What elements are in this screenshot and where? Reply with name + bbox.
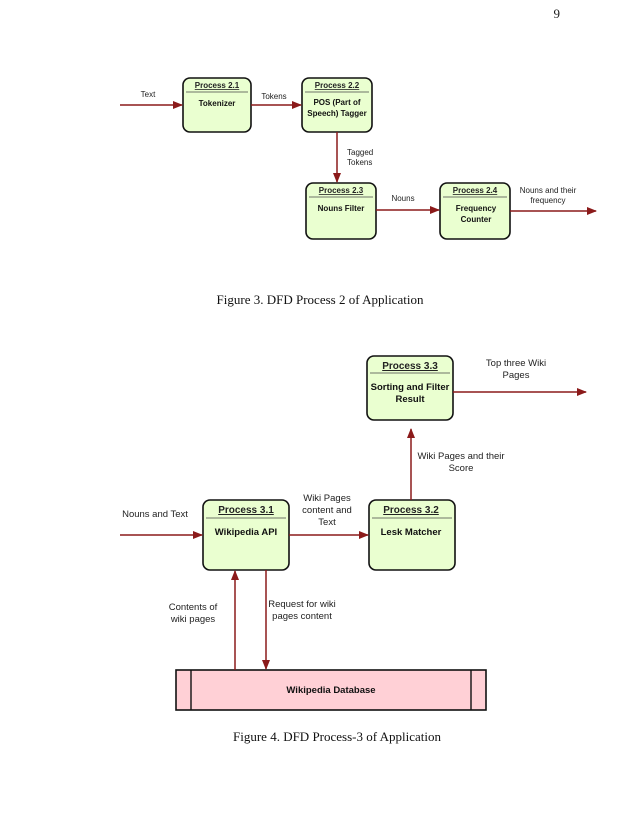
flow-api-to-lesk-label-line2: content and — [302, 505, 352, 516]
figure-4-caption: Figure 4. DFD Process-3 of Application — [233, 729, 441, 744]
process-3-3-id: Process 3.3 — [382, 361, 438, 372]
process-3-1: Process 3.1 Wikipedia API — [202, 499, 290, 571]
flow-tagged-tokens-label-line2: Tokens — [347, 158, 372, 167]
figure-3-caption: Figure 3. DFD Process 2 of Application — [217, 292, 424, 307]
process-2-2-name-line2: Speech) Tagger — [307, 109, 366, 118]
process-2-3: Process 2.3 Nouns Filter — [305, 182, 377, 240]
process-2-4-id: Process 2.4 — [453, 186, 498, 195]
process-3-1-id: Process 3.1 — [218, 505, 274, 516]
figure-4: Process 3.3 Sorting and Filter Result Pr… — [120, 355, 587, 744]
flow-output-label-line1: Nouns and their — [520, 186, 577, 195]
data-store-name: Wikipedia Database — [286, 685, 375, 696]
flow-tagged-tokens-label-line1: Tagged — [347, 148, 373, 157]
process-2-4: Process 2.4 Frequency Counter — [439, 182, 511, 240]
process-3-1-name: Wikipedia API — [215, 527, 277, 538]
flow-lesk-to-sort-label-line1: Wiki Pages and their — [417, 451, 504, 462]
process-2-3-id: Process 2.3 — [319, 186, 364, 195]
flow-api-to-db-label-line1: Request for wiki — [268, 599, 336, 610]
process-2-2-id: Process 2.2 — [315, 81, 360, 90]
process-2-2-name-line1: POS (Part of — [313, 98, 360, 107]
process-2-3-name: Nouns Filter — [318, 204, 365, 213]
figure-3: Process 2.1 Tokenizer Process 2.2 POS (P… — [120, 77, 597, 307]
process-3-2-name: Lesk Matcher — [381, 527, 442, 538]
flow-output-label-line2: frequency — [530, 196, 565, 205]
flow-lesk-to-sort-label-line2: Score — [449, 463, 474, 474]
page-number: 9 — [553, 6, 561, 21]
flow-output-label-line1: Top three Wiki — [486, 358, 546, 369]
process-3-3-name-line1: Sorting and Filter — [371, 382, 450, 393]
flow-db-to-api-label-line2: wiki pages — [170, 614, 216, 625]
process-3-2-id: Process 3.2 — [383, 505, 439, 516]
process-2-1-id: Process 2.1 — [195, 81, 240, 90]
flow-api-to-lesk-label-line1: Wiki Pages — [303, 493, 351, 504]
process-2-1-name: Tokenizer — [199, 99, 236, 108]
flow-nouns-label: Nouns — [391, 194, 414, 203]
flow-text-label: Text — [141, 90, 156, 99]
process-3-3-name-line2: Result — [395, 394, 425, 405]
flow-tokens-label: Tokens — [261, 92, 286, 101]
process-2-4-name-line2: Counter — [461, 215, 492, 224]
flow-api-to-db-label-line2: pages content — [272, 611, 332, 622]
process-3-2: Process 3.2 Lesk Matcher — [368, 499, 456, 571]
process-3-3: Process 3.3 Sorting and Filter Result — [366, 355, 454, 421]
data-store-wikipedia-database: Wikipedia Database — [175, 669, 487, 711]
process-2-4-name-line1: Frequency — [456, 204, 497, 213]
flow-nouns-and-text-label: Nouns and Text — [122, 509, 188, 520]
flow-api-to-lesk-label-line3: Text — [318, 517, 336, 528]
process-2-2: Process 2.2 POS (Part of Speech) Tagger — [301, 77, 373, 133]
flow-db-to-api-label-line1: Contents of — [169, 602, 218, 613]
flow-output-label-line2: Pages — [503, 370, 530, 381]
process-2-1: Process 2.1 Tokenizer — [182, 77, 252, 133]
